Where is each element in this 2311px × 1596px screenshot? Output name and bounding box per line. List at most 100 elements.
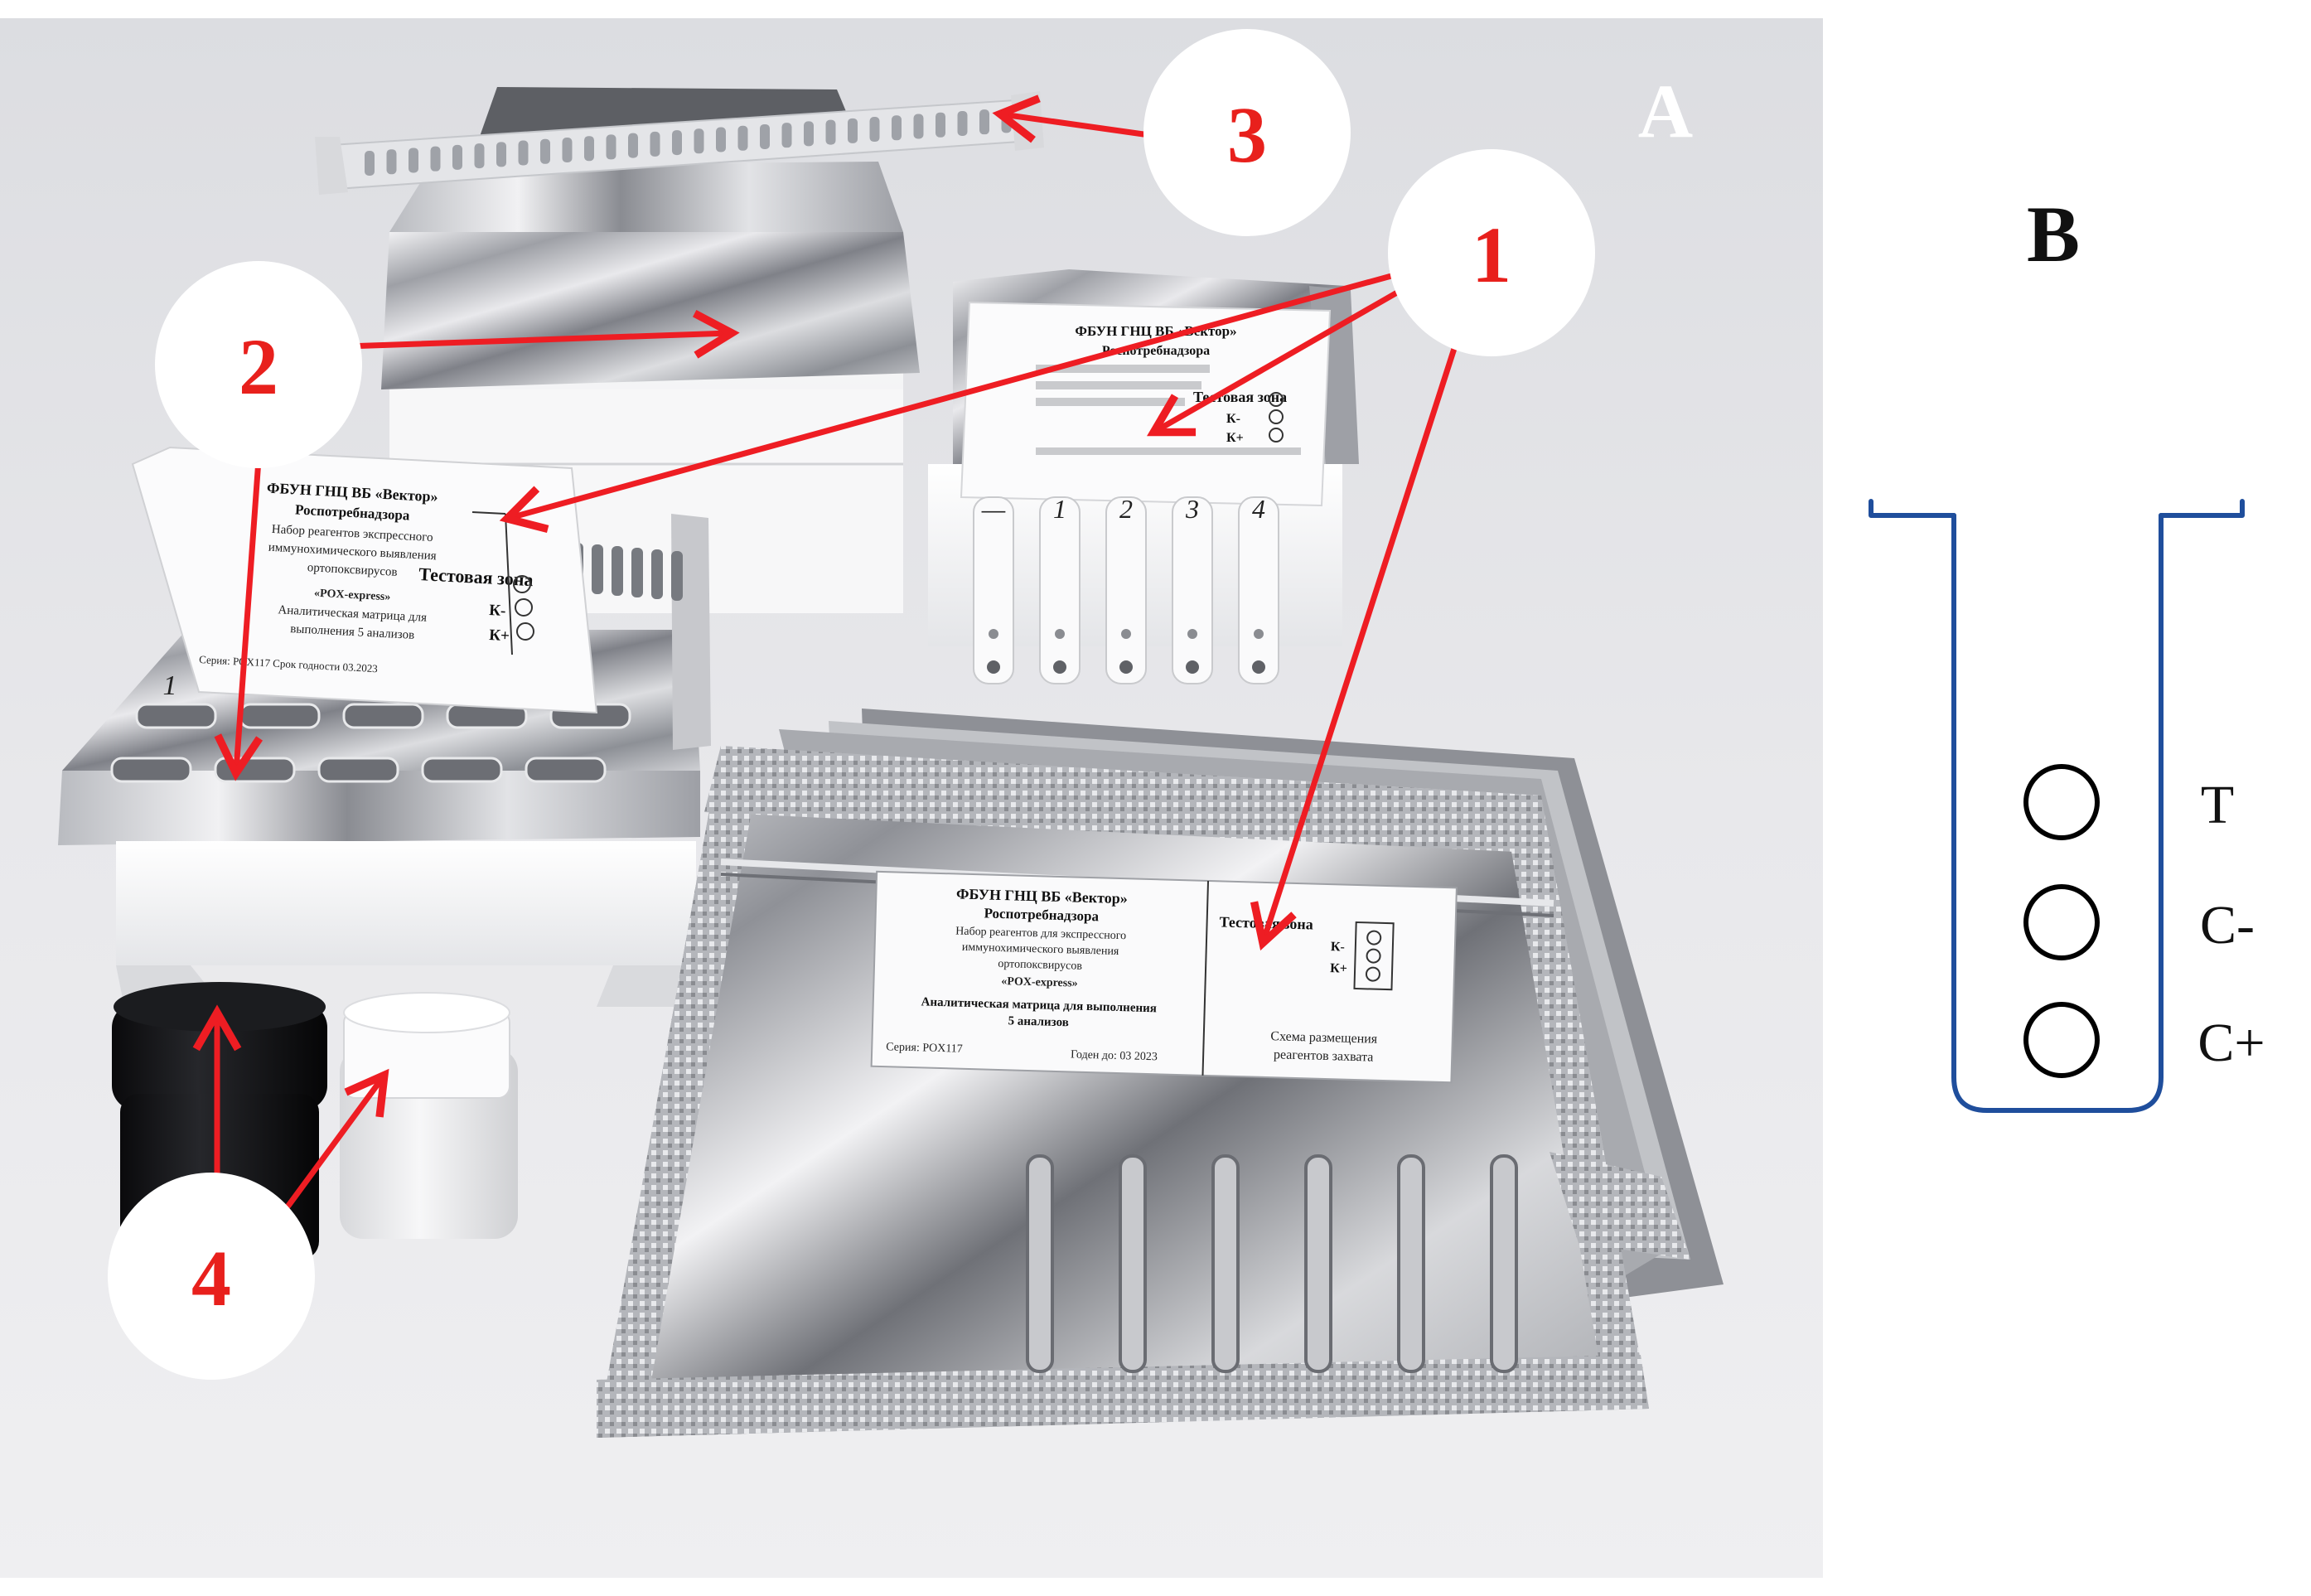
test-strip (1105, 496, 1147, 684)
strip-mark: 3 (1185, 494, 1199, 524)
test-card-back: ФБУН ГНЦ ВБ «Вектор» Роспотребнадзора Те… (960, 301, 1332, 684)
strip-mark: 2 (1119, 494, 1133, 524)
pouch-groove (1490, 1154, 1518, 1373)
strip-dot (1254, 629, 1264, 639)
pouch-groove (1304, 1154, 1332, 1373)
tray-slot (592, 544, 603, 594)
arrow-2-bottom (214, 457, 263, 781)
comb-slot (848, 118, 858, 143)
tray-well (135, 703, 217, 729)
comb-slot (409, 148, 418, 173)
strip-hole (1119, 660, 1133, 674)
comb-slot (562, 137, 573, 162)
test-zone-schematic: B T C- C+ (1869, 190, 2265, 1113)
comb-slot (672, 130, 682, 156)
callout-1-number: 1 (1472, 210, 1511, 299)
zone-c-minus-label: C- (2200, 895, 2255, 955)
zone-c-plus-circle (2023, 1002, 2100, 1078)
test-card-left: ФБУН ГНЦ ВБ «Вектор» Роспотребнадзора На… (131, 446, 598, 714)
pouch-kplus: К+ (1330, 961, 1347, 976)
pouch-line4: иммунохимического выявления (962, 941, 1119, 958)
tray-slot (631, 548, 643, 597)
strip-hole (1053, 660, 1066, 674)
tray-well (421, 757, 503, 783)
comb-slot (474, 143, 485, 169)
comb-slot (584, 136, 594, 162)
strip-dot (1055, 629, 1065, 639)
callout-4: 4 (108, 1173, 315, 1380)
pouch-groove (1397, 1154, 1425, 1373)
arrow-1-left (499, 270, 1404, 534)
comb-slot (606, 134, 616, 160)
pouch-series: Серия: POX117 (886, 1041, 963, 1056)
callout-3: 3 (1143, 29, 1351, 236)
pouch-groove (1026, 1154, 1054, 1373)
comb-slot (518, 140, 529, 166)
pouch-expiry: Годен до: 03 2023 (1071, 1048, 1158, 1063)
tray-well (214, 757, 296, 783)
tray-well (525, 757, 607, 783)
comb-slot (386, 149, 397, 175)
arrow-1-right (1250, 332, 1462, 951)
comb-slot (540, 138, 550, 164)
comb-slot (804, 121, 814, 147)
callout-3-number: 3 (1227, 90, 1267, 179)
panel-a: ФБУН ГНЦ ВБ «Вектор» Роспотребнадзора Те… (0, 18, 1823, 1578)
comb-slot (430, 146, 441, 172)
arrow-3 (992, 94, 1147, 143)
comb-slot (694, 128, 704, 154)
callout-arrows (192, 94, 1462, 1209)
comb-slot (496, 142, 506, 167)
zone-c-plus: C+ (2023, 1002, 2265, 1078)
test-strip (1039, 496, 1081, 684)
callout-2: 2 (155, 261, 362, 468)
tray-slot (651, 549, 663, 599)
tray-well (317, 757, 399, 783)
card-left-kplus: К+ (489, 626, 510, 645)
tray-slot (671, 551, 683, 601)
test-zone-tube (1869, 499, 2245, 1113)
strip-dot (989, 629, 998, 639)
comb-slot (650, 131, 660, 157)
card-left-line8: выполнения 5 анализов (290, 622, 415, 642)
card-left-line6: «POX-express» (314, 588, 391, 604)
card-back-kminus: К- (1226, 412, 1240, 426)
pouch-groove (1211, 1154, 1240, 1373)
callout-4-number: 4 (191, 1234, 231, 1323)
panel-b: B T C- C+ (1838, 0, 2311, 1596)
arrow-2-top (343, 310, 740, 359)
pouch-line7: Аналитическая матрица для выполнения (921, 995, 1157, 1015)
test-strip (1238, 496, 1279, 684)
comb-slot (452, 144, 462, 170)
pouch-kminus: К- (1331, 940, 1345, 954)
comb-slot (979, 109, 989, 135)
callout-1: 1 (1388, 149, 1595, 356)
bottle-light (340, 992, 518, 1239)
comb-slot (892, 115, 902, 141)
comb-slot (936, 112, 945, 138)
tray-number: 1 (163, 670, 177, 701)
zone-t: T (2023, 764, 2234, 840)
zone-c-minus-circle (2023, 884, 2100, 960)
tray-well (239, 703, 321, 729)
test-strip (1172, 496, 1213, 684)
pouch-scheme1: Схема размещения (1270, 1029, 1378, 1047)
pouch-label: ФБУН ГНЦ ВБ «Вектор» Роспотребнадзора На… (870, 870, 1458, 1084)
card-left-kminus: К- (489, 602, 506, 620)
strip-hole (1252, 660, 1265, 674)
card-left-line5: ортопоксвирусов (307, 561, 398, 579)
pouch-line3: Набор реагентов для экспрессного (955, 925, 1126, 942)
pouch-scheme2: реагентов захвата (1274, 1047, 1374, 1064)
zone-c-minus: C- (2023, 884, 2255, 960)
strip-mark: — (981, 494, 1006, 524)
pouch-line5: ортопоксвирусов (998, 958, 1082, 973)
comb-slot (869, 117, 880, 143)
comb-slot (365, 151, 375, 176)
strip-dot (1187, 629, 1197, 639)
comb-slot (737, 125, 748, 151)
test-strip (973, 496, 1014, 684)
panel-a-letter: A (1638, 69, 1693, 153)
pouch-groove (1119, 1154, 1147, 1373)
pouch-line8: 5 анализов (1008, 1014, 1069, 1029)
comb-slot (781, 123, 792, 148)
